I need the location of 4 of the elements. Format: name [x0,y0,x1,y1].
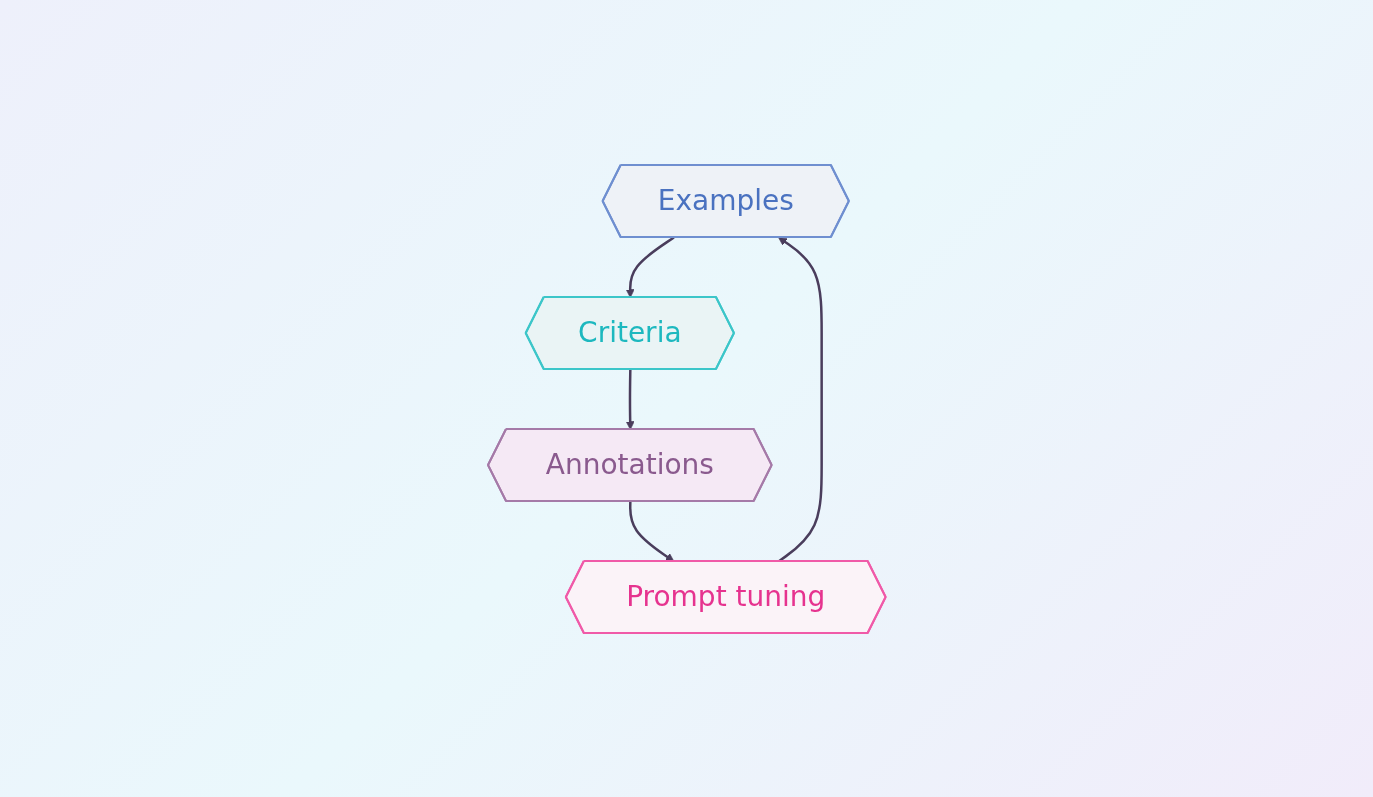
arrow [777,236,823,562]
arrow [625,368,635,430]
arrow [625,235,675,298]
arrow [628,500,674,562]
